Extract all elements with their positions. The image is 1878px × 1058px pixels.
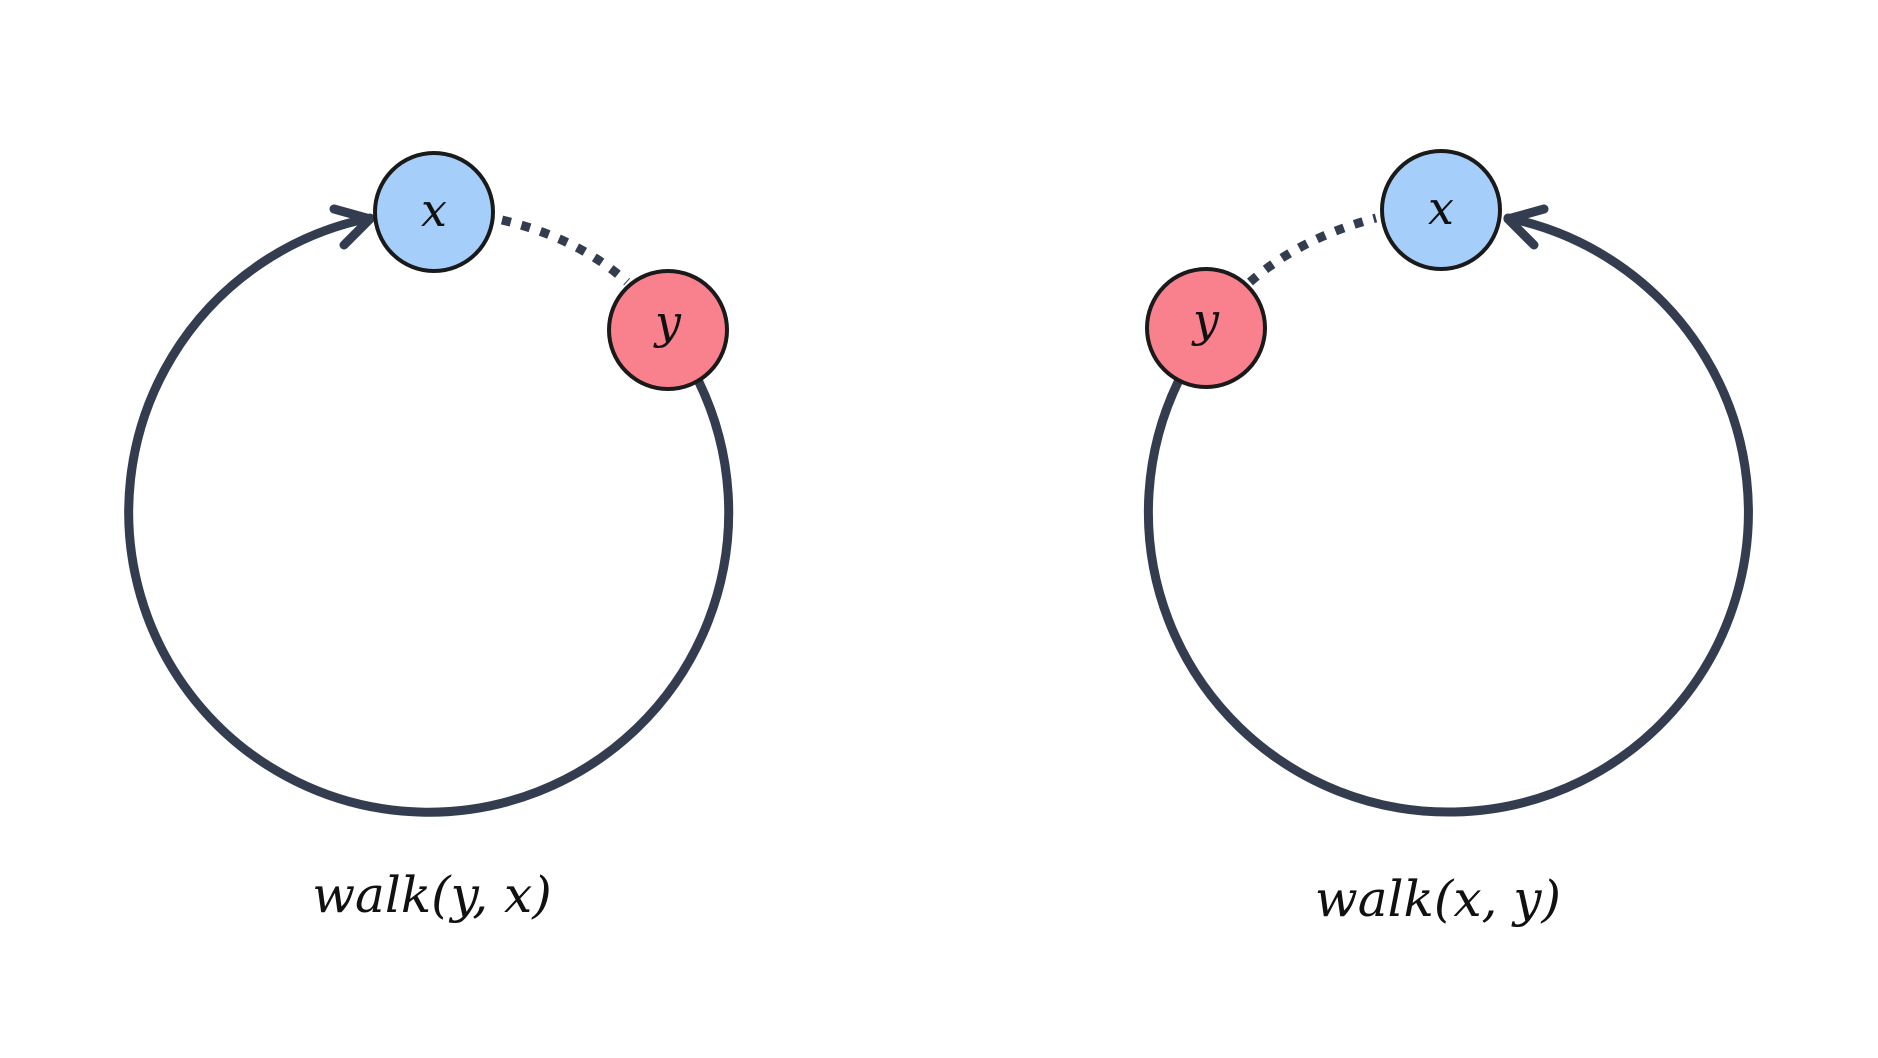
node-y-label: y xyxy=(1191,293,1220,347)
node-x: x xyxy=(373,151,495,273)
node-x-label: x xyxy=(421,183,447,237)
panel-right: x y walk(x, y) xyxy=(1143,149,1753,928)
solid-walk-arc xyxy=(124,213,734,817)
node-x-label: x xyxy=(1428,181,1454,235)
arrowhead xyxy=(329,204,375,250)
node-y-label: y xyxy=(653,295,682,349)
arrowhead xyxy=(1503,204,1549,250)
caption-walk-y-x: walk(y, x) xyxy=(312,866,552,924)
solid-walk-arc xyxy=(1143,213,1753,817)
panel-left: x y walk(y, x) xyxy=(124,151,734,924)
node-y: y xyxy=(1145,267,1267,389)
dotted-edge xyxy=(500,215,631,286)
node-x: x xyxy=(1380,149,1502,271)
node-y: y xyxy=(607,269,729,391)
caption-walk-x-y: walk(x, y) xyxy=(1315,870,1561,928)
dotted-edge xyxy=(1247,213,1378,286)
